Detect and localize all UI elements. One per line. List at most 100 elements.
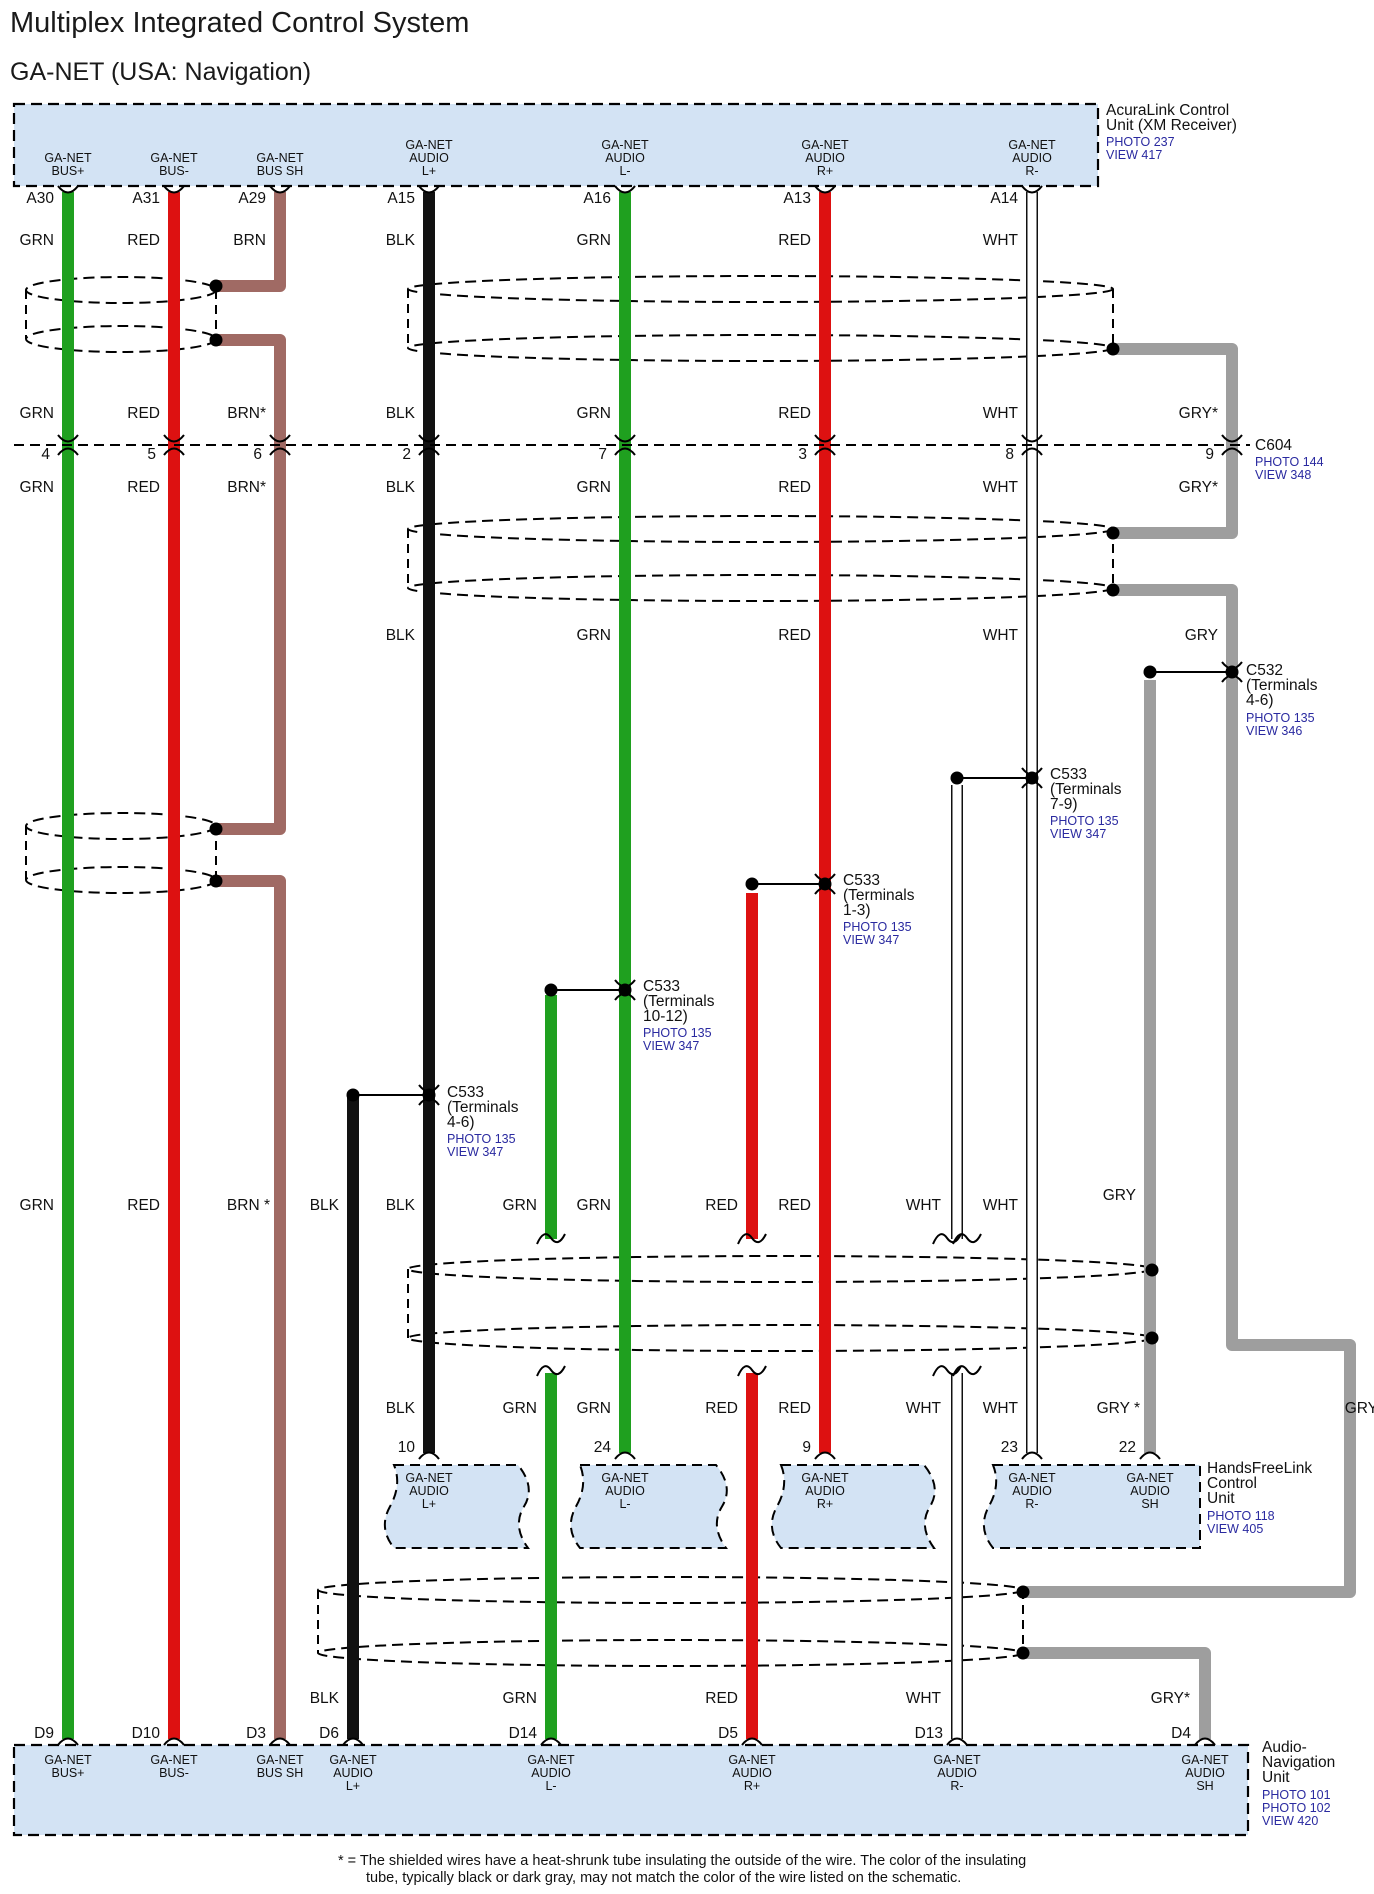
nav-pin-label: GA-NET <box>933 1753 981 1767</box>
top-unit-pin-cap <box>418 185 440 194</box>
acuralink-terminal: A15 <box>387 190 415 207</box>
wire-color-label: GRY* <box>1151 1690 1190 1707</box>
hfl-pin-label: GA-NET <box>601 1471 649 1485</box>
acuralink-pin-label: GA-NET <box>256 151 304 165</box>
top-unit-pin-cap <box>163 185 185 194</box>
wire-break <box>737 1233 767 1245</box>
c533-ref: VIEW 347 <box>843 933 899 947</box>
c533-name: C533 <box>643 978 680 995</box>
nav-terminal: D9 <box>34 1725 54 1742</box>
c604-pin-mark <box>163 447 185 456</box>
c604-pin-mark <box>814 447 836 456</box>
acuralink-pin-label: BUS SH <box>257 164 304 178</box>
wire-color-label: RED <box>127 232 160 249</box>
nav-pin-label: R- <box>950 1779 963 1793</box>
c604-pin-mark <box>269 434 291 443</box>
wire-color-label: WHT <box>906 1690 942 1707</box>
nav-pin-label: GA-NET <box>1181 1753 1229 1767</box>
acuralink-pin-label: BUS+ <box>51 164 84 178</box>
wire-color-label: GRY * <box>1097 1400 1140 1417</box>
nav-pin-label: L- <box>545 1779 556 1793</box>
hfl-terminal: 24 <box>594 1439 612 1456</box>
c533-name: 7-9) <box>1050 796 1078 813</box>
c533-ref: PHOTO 135 <box>447 1132 516 1146</box>
hfl-unit-name: HandsFreeLink <box>1207 1460 1312 1477</box>
wire-color-label: BLK <box>386 627 416 644</box>
c604-pin-mark <box>614 434 636 443</box>
nav-unit-ref: VIEW 420 <box>1262 1814 1318 1828</box>
wire-color-label: GRN <box>577 1197 611 1214</box>
hfl-terminal: 9 <box>802 1439 811 1456</box>
wire-color-label: GRN <box>503 1400 537 1417</box>
shield-audio-hfl <box>407 1255 1153 1283</box>
wire-color-label: BLK <box>310 1690 340 1707</box>
top-unit-pin-cap <box>614 185 636 194</box>
nav-pin-label: GA-NET <box>256 1753 304 1767</box>
wire-color-label: GRY <box>1345 1400 1374 1417</box>
c533-ref: VIEW 347 <box>447 1145 503 1159</box>
c533-ref: PHOTO 135 <box>843 920 912 934</box>
shield-drain-dot <box>1106 583 1120 597</box>
hfl-box-right <box>982 1464 1201 1549</box>
wire-color-label: GRY* <box>1179 405 1218 422</box>
footnote: tube, typically black or dark gray, may … <box>366 1870 961 1886</box>
wire-color-label: BRN * <box>227 1197 270 1214</box>
c533-ref: VIEW 347 <box>643 1039 699 1053</box>
c533-mark <box>614 992 636 1001</box>
nav-unit-ref: PHOTO 102 <box>1262 1801 1331 1815</box>
wire-color-label: GRN <box>20 232 54 249</box>
shield-bus-bottom <box>25 812 217 840</box>
c533-mark <box>1021 767 1043 776</box>
c604-terminal: 4 <box>41 446 50 463</box>
nav-unit-pin-cap <box>342 1737 364 1746</box>
nav-pin-label: GA-NET <box>329 1753 377 1767</box>
acuralink-pin-label: L+ <box>422 164 436 178</box>
top-unit-pin-cap <box>814 185 836 194</box>
nav-terminal: D3 <box>246 1725 266 1742</box>
nav-unit-name: Audio- <box>1262 1739 1307 1756</box>
nav-pin-label: BUS SH <box>257 1766 304 1780</box>
nav-terminal: D10 <box>132 1725 161 1742</box>
shield-audio-nav <box>317 1576 1024 1604</box>
c604-ref: VIEW 348 <box>1255 468 1311 482</box>
splice-dot <box>544 983 558 997</box>
c604-pin-mark <box>1021 447 1043 456</box>
c533-ref: PHOTO 135 <box>1050 814 1119 828</box>
wire-color-label: RED <box>705 1400 738 1417</box>
acuralink-pin-label: R- <box>1025 164 1038 178</box>
c604-pin-mark <box>1021 434 1043 443</box>
wire-color-label: GRN <box>577 1400 611 1417</box>
shield-drain-dot <box>1106 526 1120 540</box>
acuralink-pin-label: GA-NET <box>1008 138 1056 152</box>
nav-pin-label: BUS+ <box>51 1766 84 1780</box>
hfl-pin-label: GA-NET <box>801 1471 849 1485</box>
c533-ref: VIEW 347 <box>1050 827 1106 841</box>
splice-dot <box>346 1088 360 1102</box>
c604-terminal: 9 <box>1205 446 1214 463</box>
shield-drain-dot <box>1106 342 1120 356</box>
audio-navigation-unit-box <box>12 1743 1250 1837</box>
wire-color-label: GRN <box>20 405 54 422</box>
c604-pin-mark <box>814 434 836 443</box>
acuralink-terminal: A13 <box>783 190 811 207</box>
wire-color-label: WHT <box>983 479 1019 496</box>
acuralink-pin-label: AUDIO <box>605 151 645 165</box>
shield-drain-dot <box>209 822 223 836</box>
wire-color-label: BRN <box>233 232 266 249</box>
wire-color-label: GRY* <box>1179 479 1218 496</box>
wire-color-label: WHT <box>983 1400 1019 1417</box>
c532-mark <box>1221 674 1243 683</box>
wire-color-label: RED <box>778 405 811 422</box>
shield-drain-dot <box>1016 1585 1030 1599</box>
c604-pin-mark <box>57 447 79 456</box>
acuralink-pin-label: AUDIO <box>805 151 845 165</box>
nav-pin-label: GA-NET <box>527 1753 575 1767</box>
wire-color-label: RED <box>778 479 811 496</box>
c533-name: 10-12) <box>643 1008 688 1025</box>
hfl-box-rp <box>770 1464 936 1549</box>
nav-pin-label: BUS- <box>159 1766 189 1780</box>
wire-color-label: GRN <box>577 479 611 496</box>
wire-color-label: BRN* <box>227 405 266 422</box>
shield-audio-top <box>407 334 1114 362</box>
acuralink-terminal: A29 <box>238 190 266 207</box>
